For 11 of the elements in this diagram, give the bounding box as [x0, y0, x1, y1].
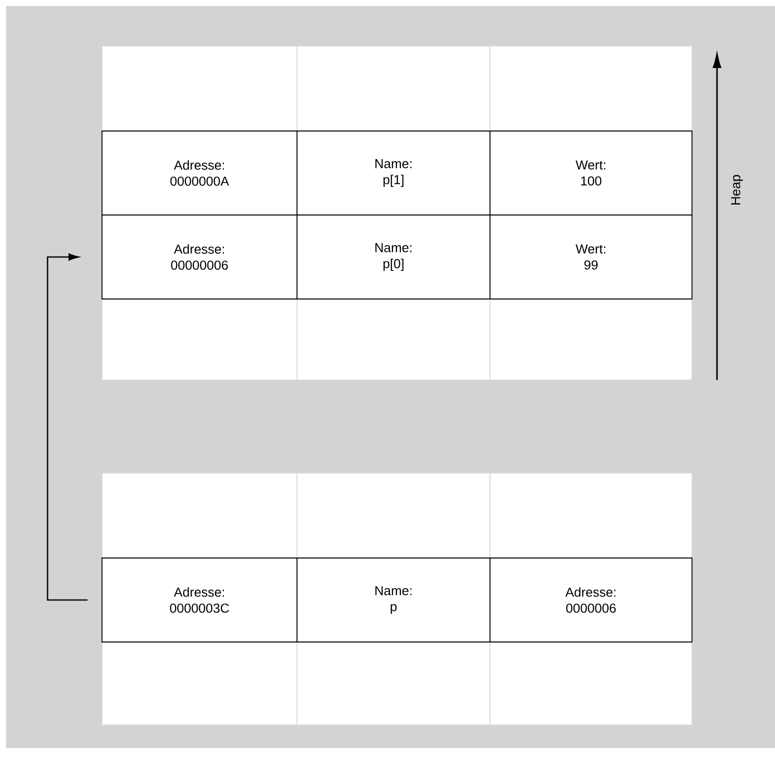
arrow — [46, 253, 88, 601]
memory-cell: Adresse: 0000006 — [490, 558, 692, 642]
memory-cell: Name: p[0] — [296, 214, 490, 300]
memory-cell: Name: p — [296, 558, 490, 642]
memory-cell: Wert: 100 — [490, 130, 692, 216]
memory-cell: Wert: 99 — [490, 214, 692, 300]
memory-cell: Name: p[1] — [296, 130, 490, 216]
memory-cell: Adresse: 0000003C — [102, 558, 298, 642]
memory-cell: Adresse: 00000006 — [102, 214, 298, 300]
memory-cell: Adresse: 0000000A — [102, 130, 298, 216]
axis-label: Heap — [731, 175, 743, 204]
